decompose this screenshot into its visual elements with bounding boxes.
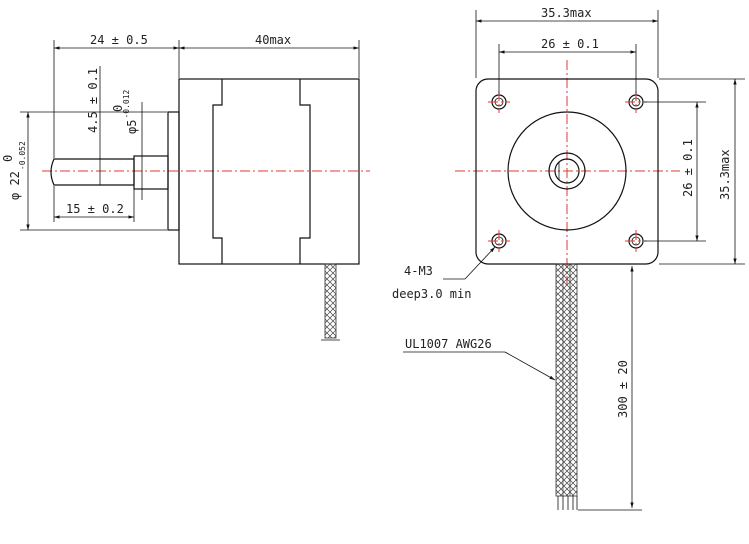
dim-shaft-to-body: 24 ± 0.5 — [90, 33, 148, 47]
shaft-circle-inner — [554, 158, 580, 184]
front-view: 35.3max 26 ± 0.1 26 ± 0.1 35.3max 4-M3 d… — [392, 6, 745, 511]
shaft — [50, 158, 135, 186]
boss-circle — [507, 111, 627, 231]
body-step-right — [299, 79, 311, 264]
dim-shaft-length: 15 ± 0.2 — [66, 202, 124, 216]
mounting-holes — [488, 91, 647, 252]
cable-label: UL1007 AWG26 — [405, 337, 492, 351]
dim-height: 35.3max — [718, 149, 732, 200]
dim-shaft-diameter: φ5-0.012 — [122, 89, 139, 134]
lead-wire-side — [324, 263, 337, 339]
shaft-circle-outer — [548, 152, 586, 190]
dim-hole-spacing-h: 26 ± 0.1 — [541, 37, 599, 51]
dim-hole-spacing-v: 26 ± 0.1 — [681, 139, 695, 197]
lead-cable — [555, 263, 578, 497]
dim-boss-diameter-tol-upper: 0 — [1, 155, 15, 162]
cable-callout-leader — [504, 351, 556, 381]
shaft-boss — [133, 155, 169, 190]
dim-cable-length: 300 ± 20 — [616, 360, 630, 418]
body-step-left — [212, 79, 223, 264]
hole-depth: deep3.0 min — [392, 287, 471, 301]
dim-boss-diameter: φ 22-0.052 — [8, 141, 27, 200]
dim-shaft-diameter-tol-upper: 0 — [111, 105, 125, 112]
dim-flat-depth: 4.5 ± 0.1 — [86, 68, 100, 133]
cable-wire-ends — [557, 496, 578, 510]
hole-label: 4-M3 — [404, 264, 433, 278]
side-view: 24 ± 0.5 40max 4.5 ± 0.1 φ5-0.012 0 φ 22… — [1, 33, 370, 341]
dim-width: 35.3max — [541, 6, 592, 20]
dim-body-length: 40max — [255, 33, 291, 47]
hole-callout-leader — [464, 246, 496, 280]
